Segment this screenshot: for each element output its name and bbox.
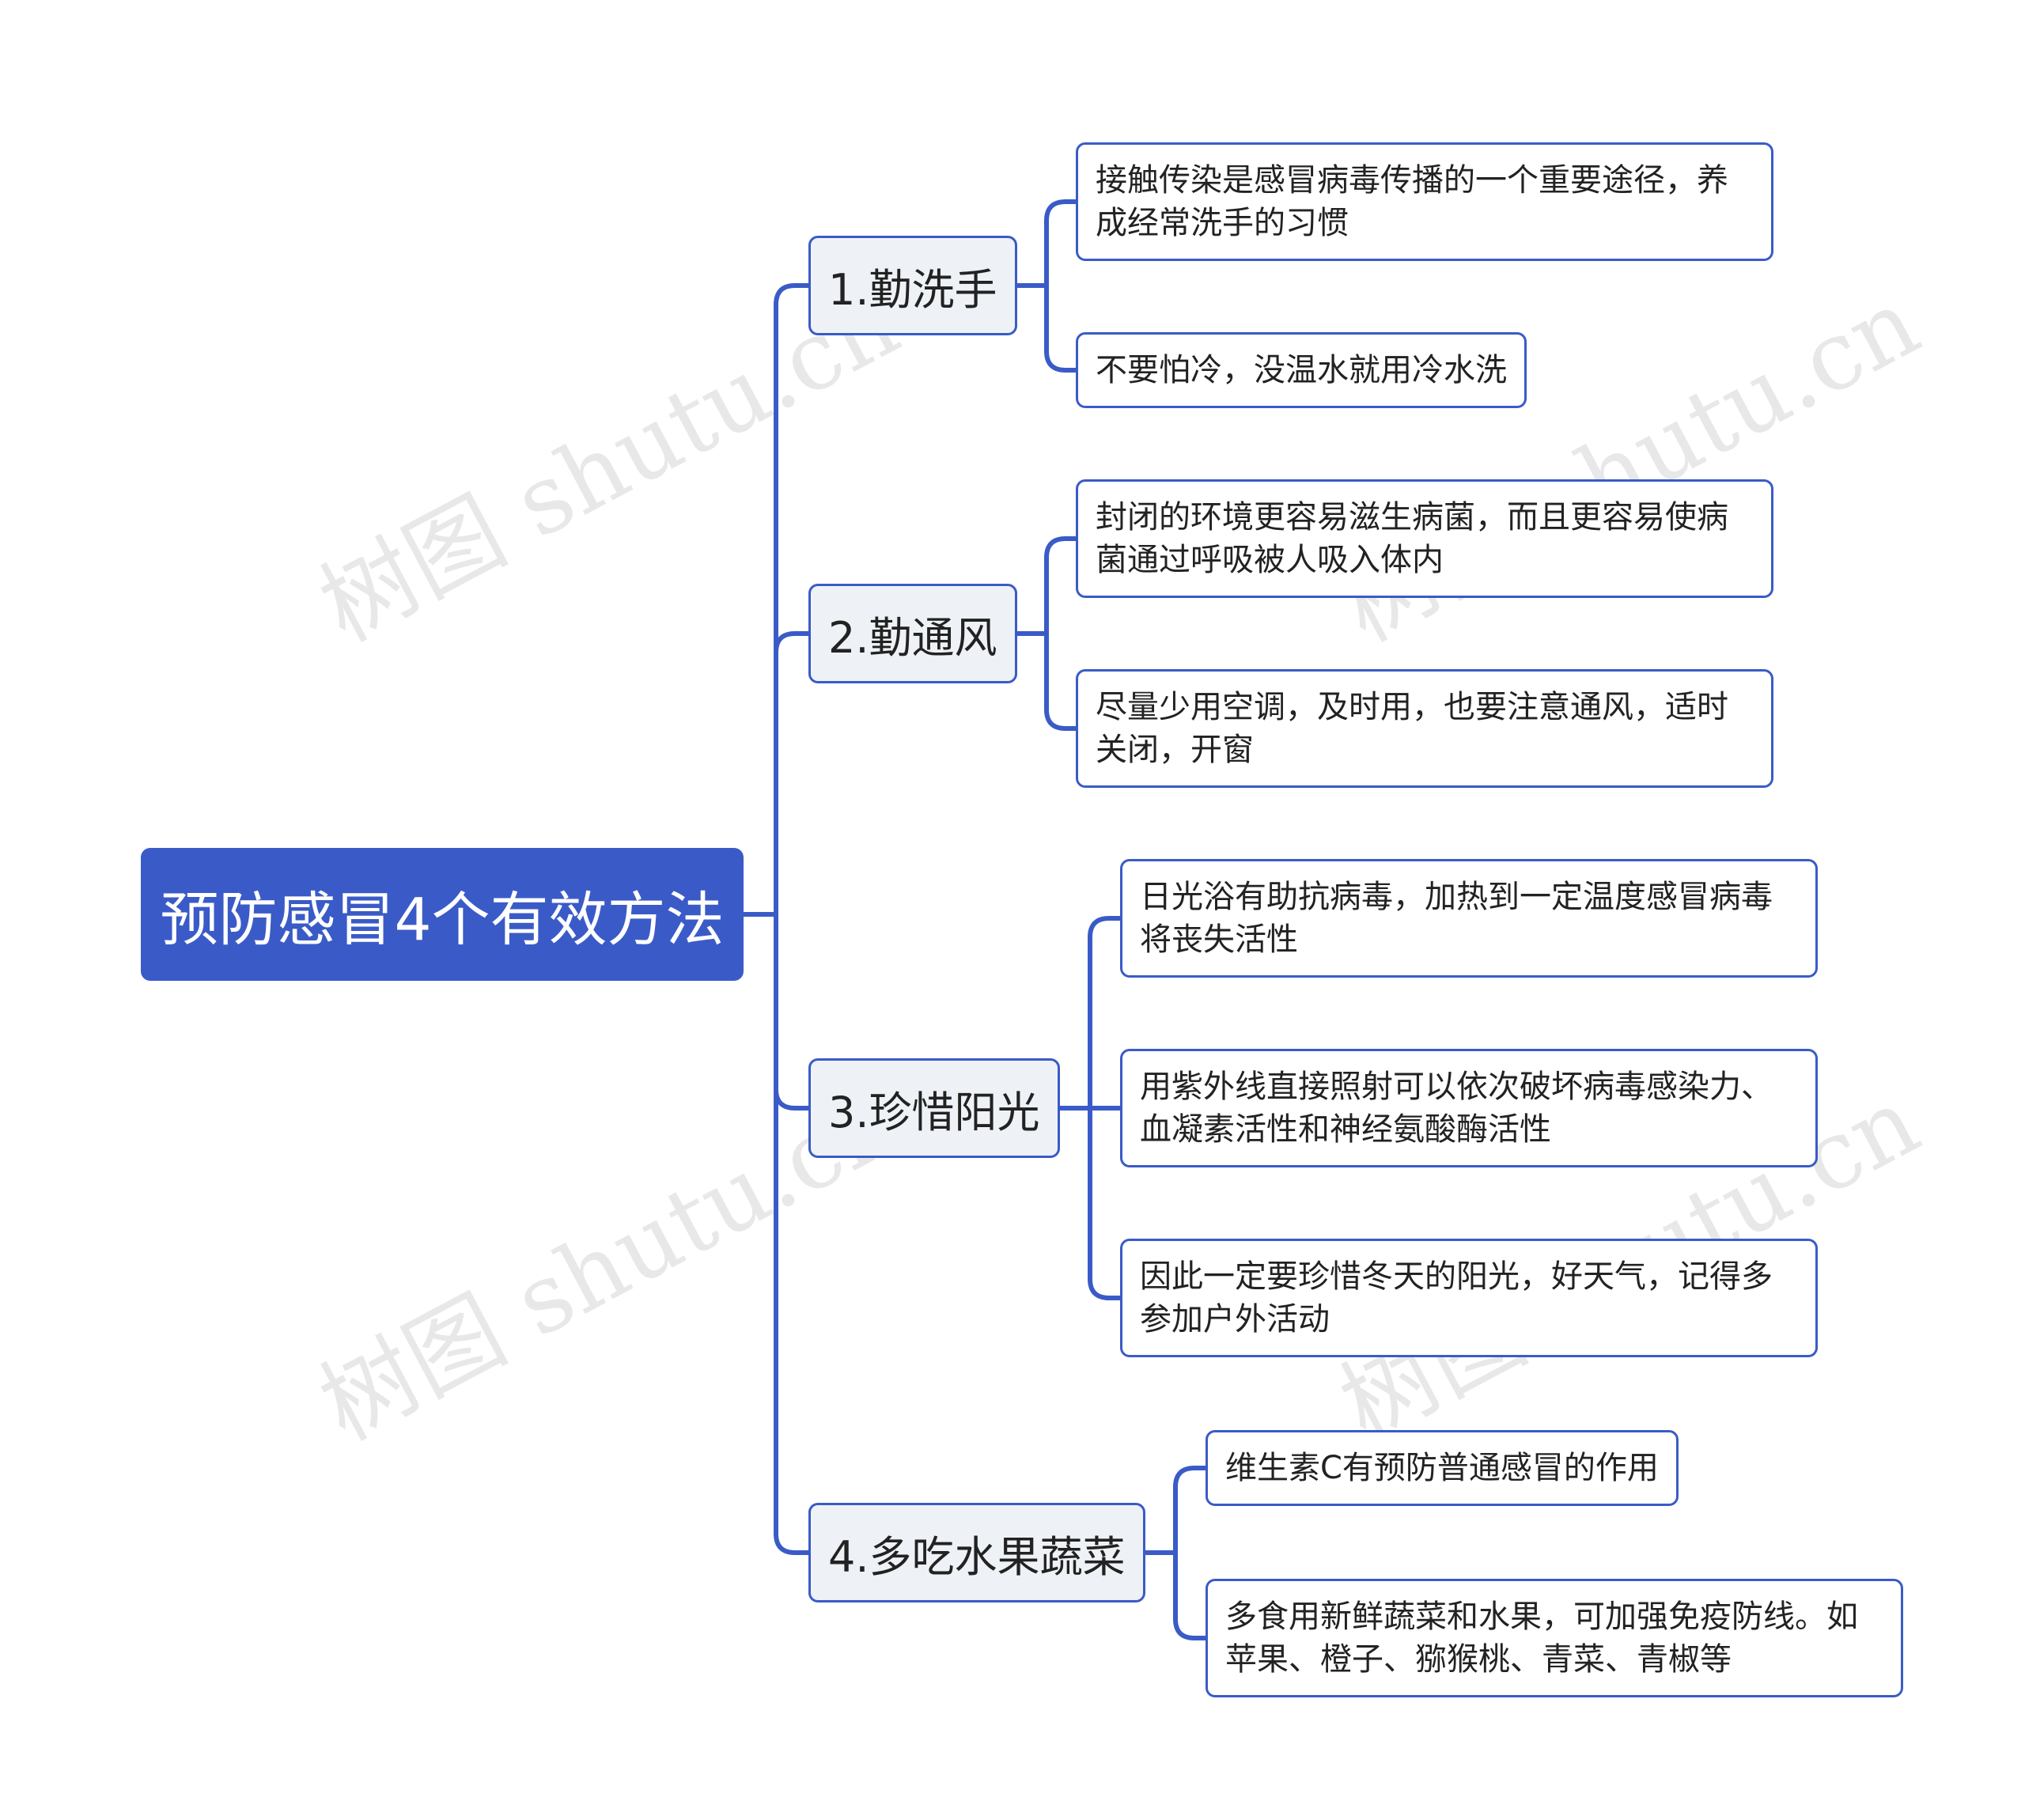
root-node[interactable]: 预防感冒4个有效方法 [141, 848, 744, 981]
leaf-text: 用紫外线直接照射可以依次破坏病毒感染力、血凝素活性和神经氨酸酶活性 [1140, 1069, 1773, 1148]
leaf-node-2-1[interactable]: 封闭的环境更容易滋生病菌，而且更容易使病菌通过呼吸被人吸入体内 [1076, 479, 1773, 598]
connector-line [1173, 1466, 1208, 1555]
connector-line [1044, 199, 1078, 288]
branch-node-1[interactable]: 1.勤洗手 [808, 236, 1017, 335]
leaf-text: 封闭的环境更容易滋生病菌，而且更容易使病菌通过呼吸被人吸入体内 [1096, 499, 1728, 578]
leaf-node-1-1[interactable]: 接触传染是感冒病毒传播的一个重要途径，养成经常洗手的习惯 [1076, 142, 1773, 261]
leaf-text: 不要怕冷，没温水就用冷水洗 [1096, 352, 1507, 388]
branch-node-2[interactable]: 2.勤通风 [808, 584, 1017, 683]
connector-line [1088, 916, 1122, 1111]
connector-line [1044, 283, 1078, 373]
branch-label: 3.珍惜阳光 [828, 1087, 1040, 1137]
branch-node-3[interactable]: 3.珍惜阳光 [808, 1058, 1060, 1158]
connector-line [1088, 1106, 1122, 1300]
leaf-node-3-3[interactable]: 因此一定要珍惜冬天的阳光，好天气，记得多参加户外活动 [1120, 1239, 1818, 1357]
connector-line [1044, 536, 1078, 636]
leaf-text: 接触传染是感冒病毒传播的一个重要途径，养成经常洗手的习惯 [1096, 162, 1728, 241]
leaf-node-1-2[interactable]: 不要怕冷，没温水就用冷水洗 [1076, 332, 1527, 408]
connector-line [774, 912, 811, 1555]
leaf-text: 维生素C有预防普通感冒的作用 [1225, 1450, 1659, 1486]
connector-line [774, 912, 811, 1111]
leaf-node-2-2[interactable]: 尽量少用空调，及时用，也要注意通风，适时关闭，开窗 [1076, 669, 1773, 788]
leaf-text: 因此一定要珍惜冬天的阳光，好天气，记得多参加户外活动 [1140, 1258, 1773, 1338]
leaf-node-4-1[interactable]: 维生素C有预防普通感冒的作用 [1206, 1430, 1679, 1506]
leaf-text: 日光浴有助抗病毒，加热到一定温度感冒病毒将丧失活性 [1140, 879, 1773, 958]
branch-label: 2.勤通风 [828, 612, 997, 663]
connector-line [774, 283, 811, 917]
leaf-node-4-2[interactable]: 多食用新鲜蔬菜和水果，可加强免疫防线。如苹果、橙子、猕猴桃、青菜、青椒等 [1206, 1579, 1903, 1697]
leaf-text: 多食用新鲜蔬菜和水果，可加强免疫防线。如苹果、橙子、猕猴桃、青菜、青椒等 [1225, 1599, 1858, 1678]
branch-label: 4.多吃水果蔬菜 [828, 1531, 1126, 1582]
connector-line [1044, 631, 1078, 731]
leaf-text: 尽量少用空调，及时用，也要注意通风，适时关闭，开窗 [1096, 689, 1728, 768]
leaf-node-3-1[interactable]: 日光浴有助抗病毒，加热到一定温度感冒病毒将丧失活性 [1120, 859, 1818, 978]
connector-line [774, 631, 811, 917]
branch-label: 1.勤洗手 [828, 264, 997, 315]
root-label: 预防感冒4个有效方法 [160, 885, 725, 954]
connector-line [1173, 1550, 1208, 1640]
branch-node-4[interactable]: 4.多吃水果蔬菜 [808, 1503, 1145, 1602]
leaf-node-3-2[interactable]: 用紫外线直接照射可以依次破坏病毒感染力、血凝素活性和神经氨酸酶活性 [1120, 1049, 1818, 1167]
